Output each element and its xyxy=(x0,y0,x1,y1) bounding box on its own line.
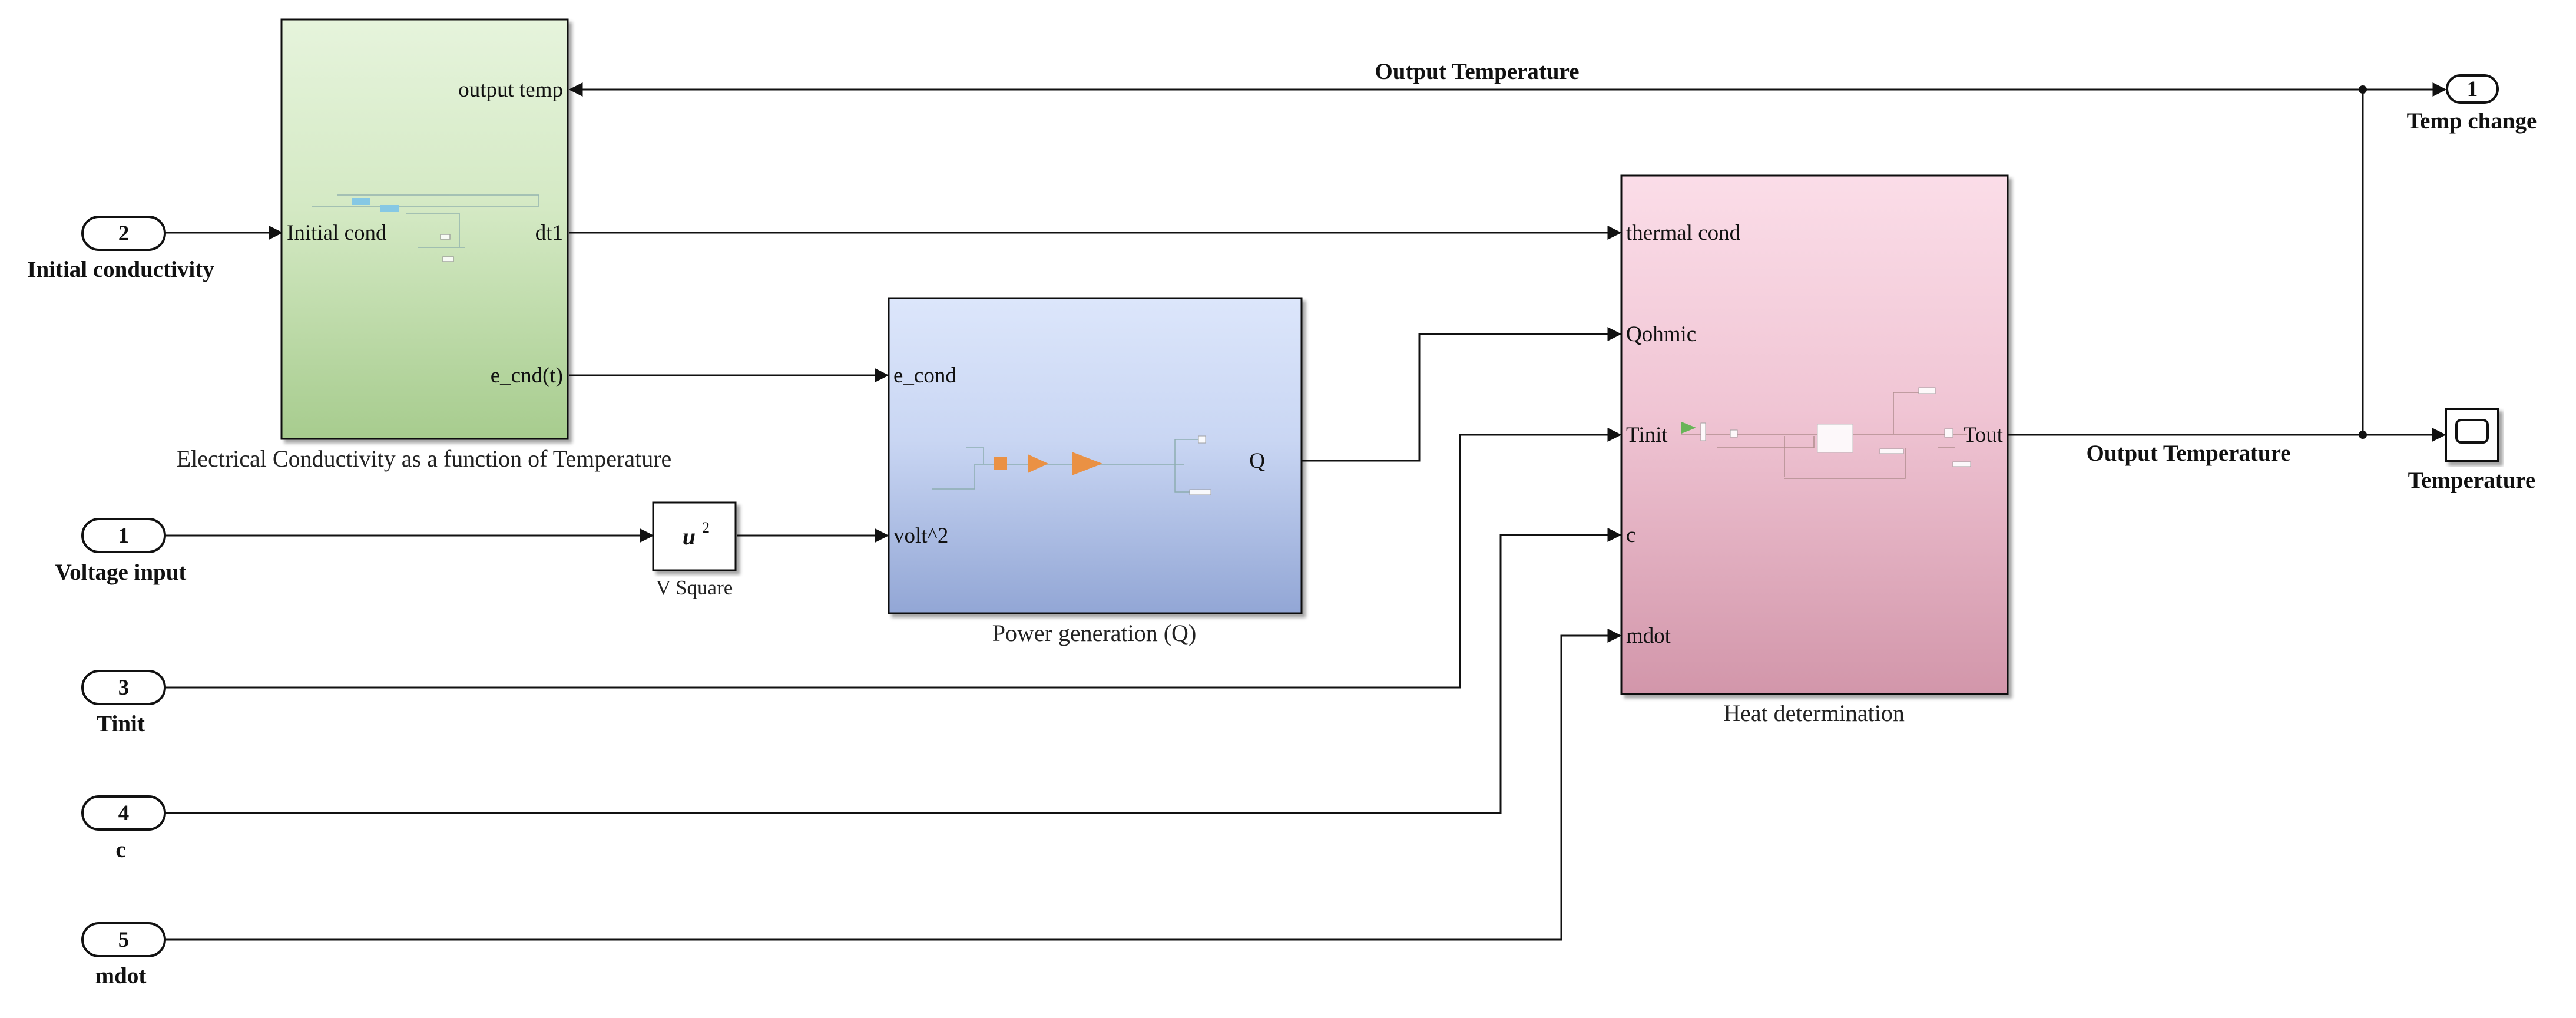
port-c: c xyxy=(1626,523,1635,547)
port-q: Q xyxy=(1249,449,1265,473)
inport-1[interactable]: 1 Voltage input xyxy=(55,518,187,585)
inport-4[interactable]: 4 c xyxy=(81,795,166,862)
branch-point-top xyxy=(2359,85,2367,94)
power-title: Power generation (Q) xyxy=(992,620,1197,646)
port-initial-cond: Initial cond xyxy=(287,221,387,245)
scope-icon xyxy=(2455,419,2489,444)
inport-4-label: c xyxy=(115,837,125,862)
v-square-exponent: 2 xyxy=(702,519,710,536)
heat-subsystem[interactable]: thermal cond Qohmic Tinit c mdot Tout He… xyxy=(1620,174,2009,726)
conductivity-preview xyxy=(312,194,539,262)
c-line[interactable] xyxy=(165,528,1622,814)
power-preview xyxy=(932,435,1211,495)
scope-label: Temperature xyxy=(2408,468,2536,493)
inport-2-label: Initial conductivity xyxy=(27,257,214,282)
heat-title: Heat determination xyxy=(1723,700,1905,726)
svg-text:3: 3 xyxy=(118,676,130,700)
svg-text:5: 5 xyxy=(118,928,130,952)
port-output-temp: output temp xyxy=(458,78,563,102)
temperature-scope[interactable]: Temperature xyxy=(2408,408,2536,493)
v-square-symbol: u xyxy=(683,523,696,550)
port-thermal-cond: thermal cond xyxy=(1626,221,1741,245)
tinit-line[interactable] xyxy=(165,428,1622,689)
v-square-block[interactable]: u 2 V Square xyxy=(652,501,737,599)
outport-1[interactable]: 1 Temp change xyxy=(2407,74,2537,134)
conductivity-title: Electrical Conductivity as a function of… xyxy=(177,445,672,472)
port-tinit: Tinit xyxy=(1626,423,1668,447)
inport-2[interactable]: 2 Initial conductivity xyxy=(27,216,214,282)
inport-3[interactable]: 3 Tinit xyxy=(81,670,166,736)
port-volt2: volt^2 xyxy=(893,524,948,548)
port-mdot: mdot xyxy=(1626,624,1671,648)
mdot-line[interactable] xyxy=(165,629,1622,941)
inport-5-label: mdot xyxy=(95,963,147,989)
q-line[interactable] xyxy=(1302,327,1622,462)
svg-text:1: 1 xyxy=(2467,77,2478,101)
port-tout: Tout xyxy=(1964,423,2004,447)
heat-preview xyxy=(1681,387,1971,479)
signal-lines xyxy=(165,82,2447,941)
inport-1-label: Voltage input xyxy=(55,560,187,585)
port-e-cond: e_cond xyxy=(893,363,956,388)
output-signal-label: Output Temperature xyxy=(2086,441,2290,466)
conductivity-subsystem[interactable]: output temp Initial cond dt1 e_cnd(t) El… xyxy=(177,18,672,472)
port-e-cnd-t: e_cnd(t) xyxy=(491,363,563,388)
svg-text:1: 1 xyxy=(118,524,130,548)
inport-3-label: Tinit xyxy=(97,711,145,736)
v-square-title: V Square xyxy=(656,576,733,599)
outport-1-label: Temp change xyxy=(2407,108,2537,134)
branch-point-bottom xyxy=(2359,431,2367,439)
svg-text:4: 4 xyxy=(118,801,130,825)
svg-text:2: 2 xyxy=(118,222,130,246)
port-dt1: dt1 xyxy=(535,221,563,245)
feedback-signal-label: Output Temperature xyxy=(1375,59,1579,84)
inport-5[interactable]: 5 mdot xyxy=(81,922,166,989)
power-subsystem[interactable]: e_cond volt^2 Q Power generation (Q) xyxy=(888,297,1303,646)
port-qohmic: Qohmic xyxy=(1626,322,1696,346)
